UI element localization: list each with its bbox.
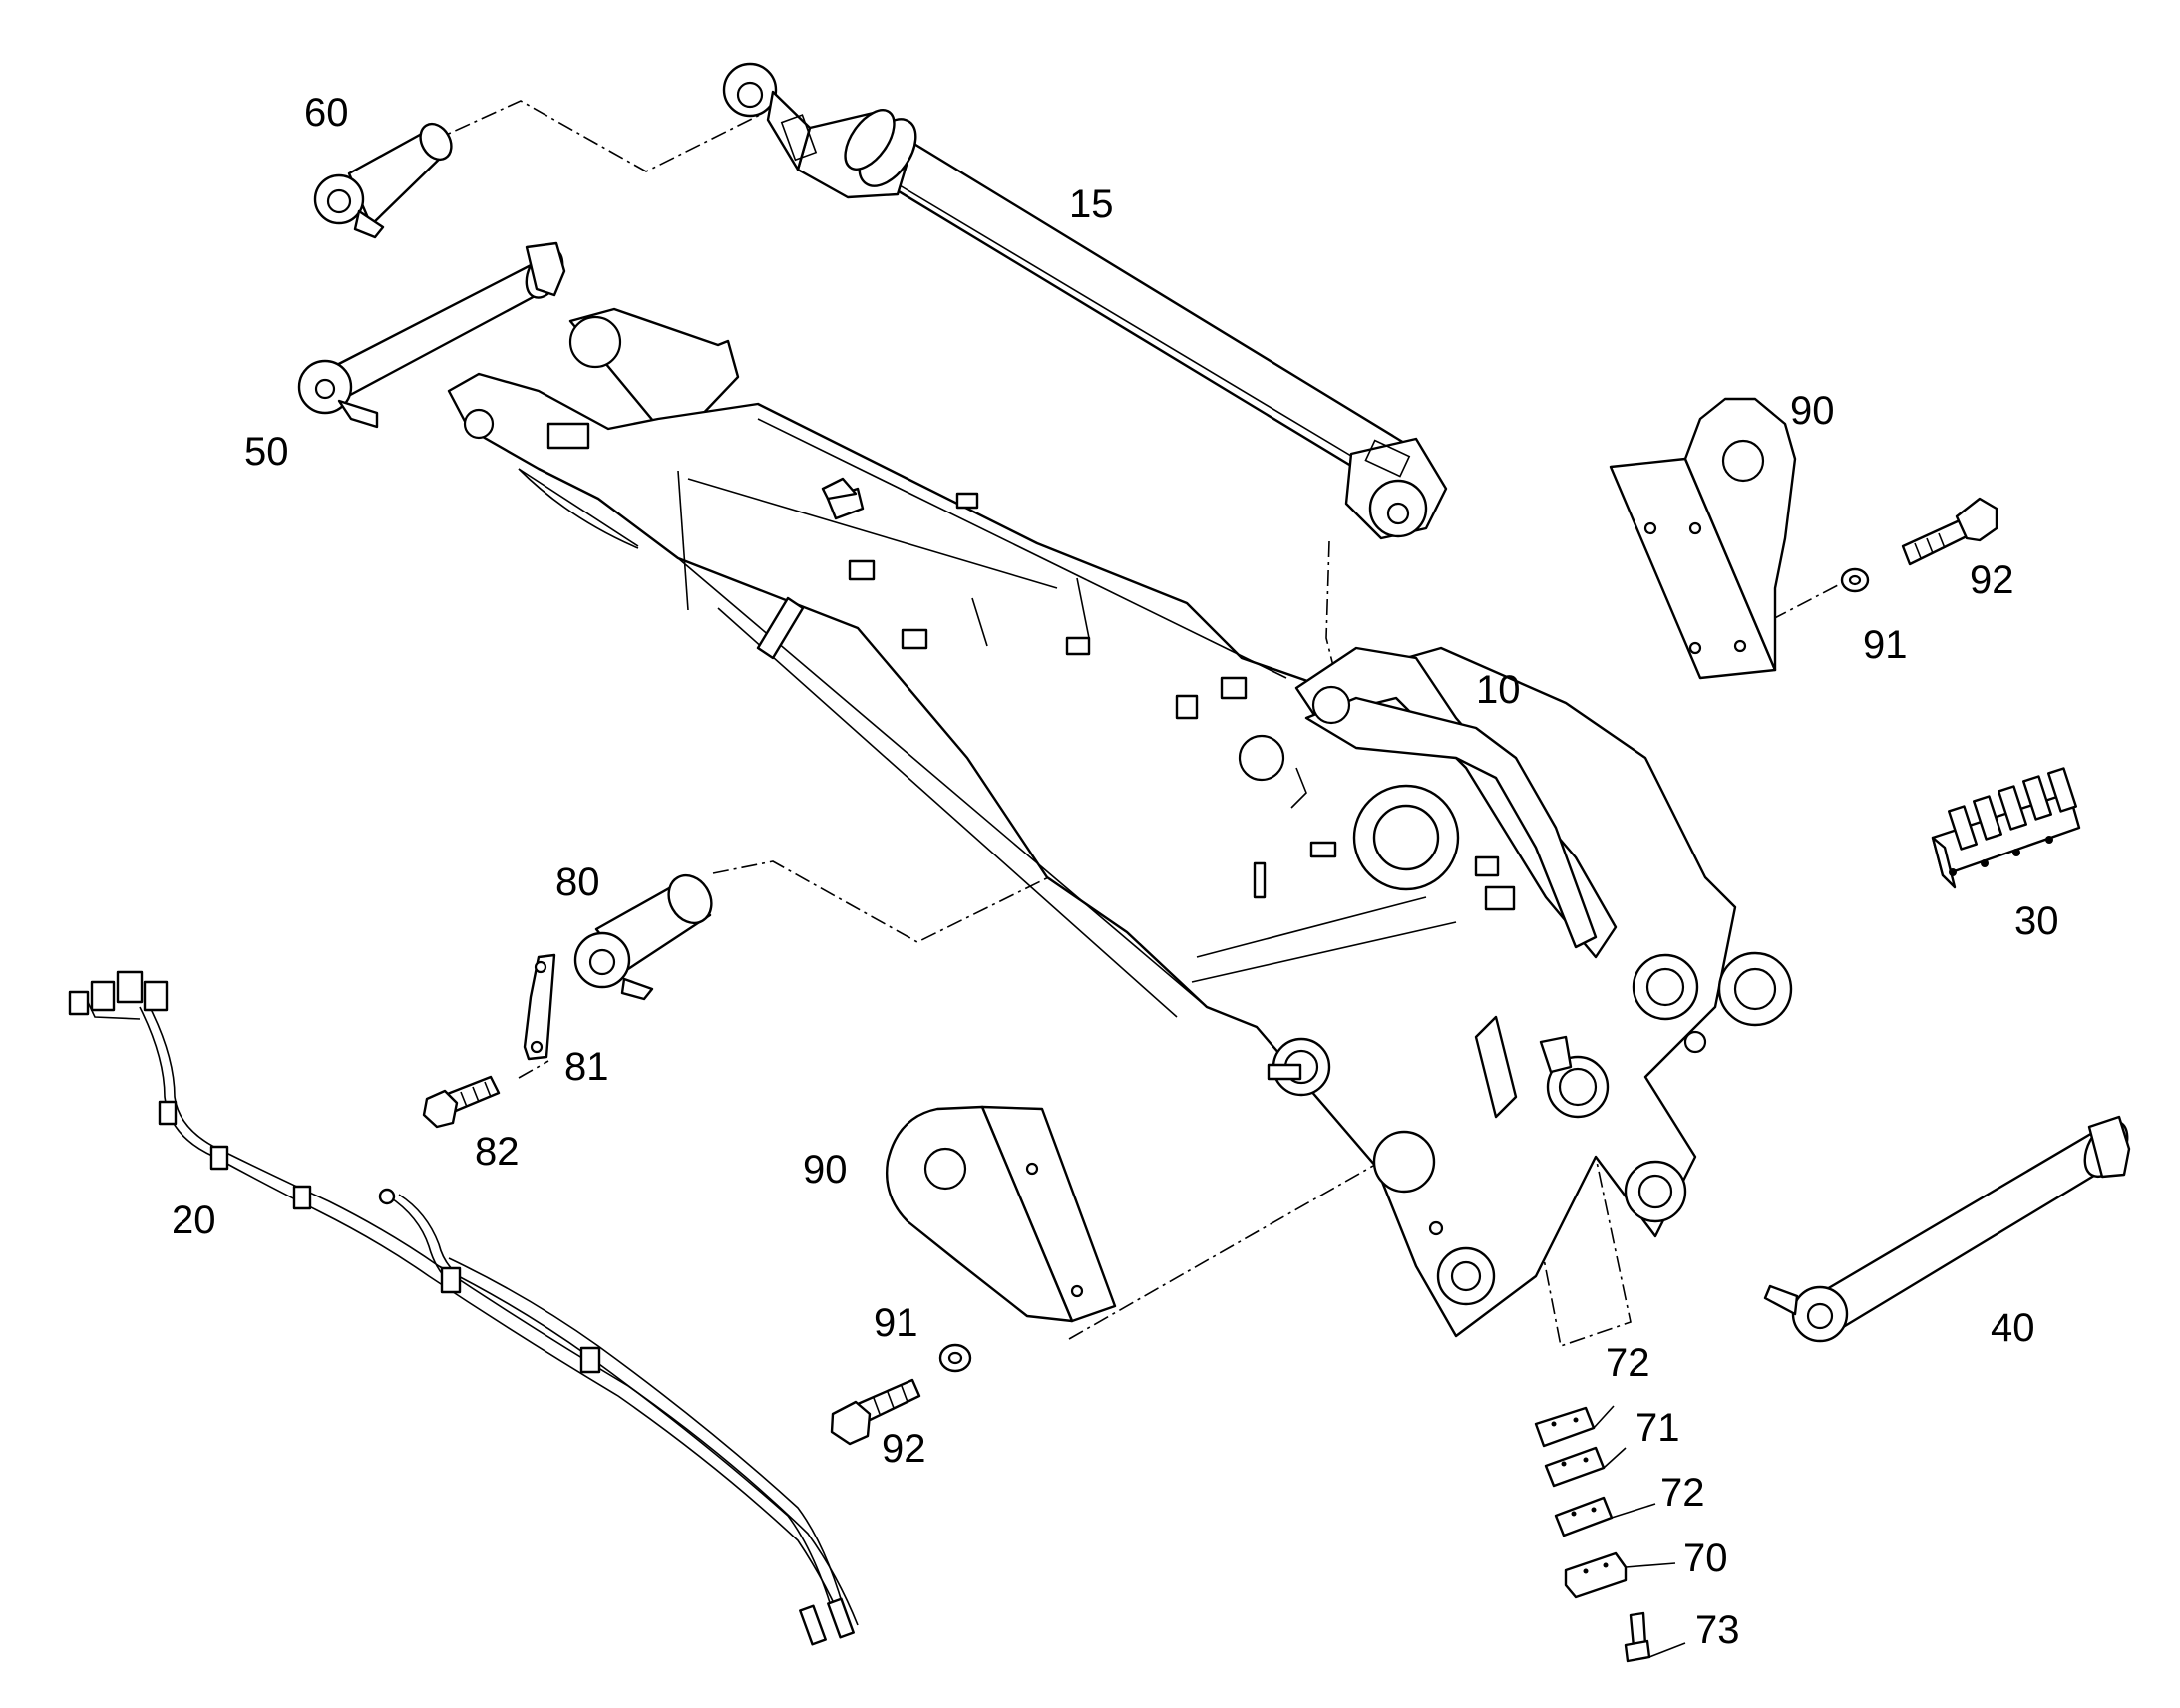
- label-82: 82: [475, 1130, 520, 1174]
- part-92-bolt-lower: [830, 1378, 921, 1446]
- label-72-lower: 72: [1660, 1471, 1705, 1515]
- part-50-pin: [297, 241, 566, 429]
- label-30: 30: [2014, 899, 2059, 943]
- label-70: 70: [1683, 1537, 1728, 1580]
- part-90-bracket-upper: [1609, 397, 1797, 680]
- part-80-bushing: [573, 873, 713, 1001]
- label-81: 81: [564, 1045, 609, 1089]
- part-91-washer-upper: [1840, 567, 1870, 593]
- label-91-upper: 91: [1863, 623, 1908, 667]
- label-90-upper: 90: [1790, 389, 1835, 433]
- label-71: 71: [1635, 1406, 1680, 1450]
- callout-labels: 60 15 50 90 92 91 10 30 80 81 82 20 90 9…: [172, 91, 2059, 1652]
- part-30-valve-block: [1931, 767, 2081, 889]
- label-91-lower: 91: [874, 1301, 918, 1345]
- part-73-screw: [1624, 1611, 1651, 1663]
- label-40: 40: [1991, 1306, 2035, 1350]
- part-90-bracket-lower: [886, 1105, 1117, 1323]
- label-73: 73: [1695, 1608, 1740, 1652]
- part-60-bushing: [313, 122, 453, 239]
- label-80: 80: [555, 860, 600, 904]
- label-20: 20: [172, 1198, 216, 1242]
- part-40-pin: [1763, 1115, 2131, 1343]
- label-10: 10: [1476, 668, 1521, 712]
- part-15-hydraulic-cylinder: [722, 62, 1448, 540]
- part-10-boom: [447, 307, 1793, 1338]
- label-60: 60: [304, 91, 349, 135]
- part-91-washer-lower: [938, 1343, 972, 1373]
- part-72-shim-lower: [1554, 1496, 1614, 1537]
- part-71-shim: [1544, 1446, 1606, 1488]
- label-90-lower: 90: [803, 1148, 848, 1192]
- label-15: 15: [1069, 182, 1114, 226]
- label-leaders: [1593, 1405, 1686, 1658]
- part-92-bolt-upper: [1901, 497, 1998, 566]
- part-82-bolt: [422, 1075, 501, 1129]
- label-72-upper: 72: [1606, 1341, 1650, 1385]
- label-50: 50: [244, 430, 289, 474]
- part-70-plate: [1564, 1551, 1628, 1599]
- part-81-lock-plate: [523, 953, 556, 1061]
- label-92-upper: 92: [1970, 558, 2014, 602]
- part-72-shim-upper: [1534, 1406, 1596, 1448]
- part-20-wiring-harness: [68, 970, 859, 1646]
- label-92-lower: 92: [882, 1427, 926, 1471]
